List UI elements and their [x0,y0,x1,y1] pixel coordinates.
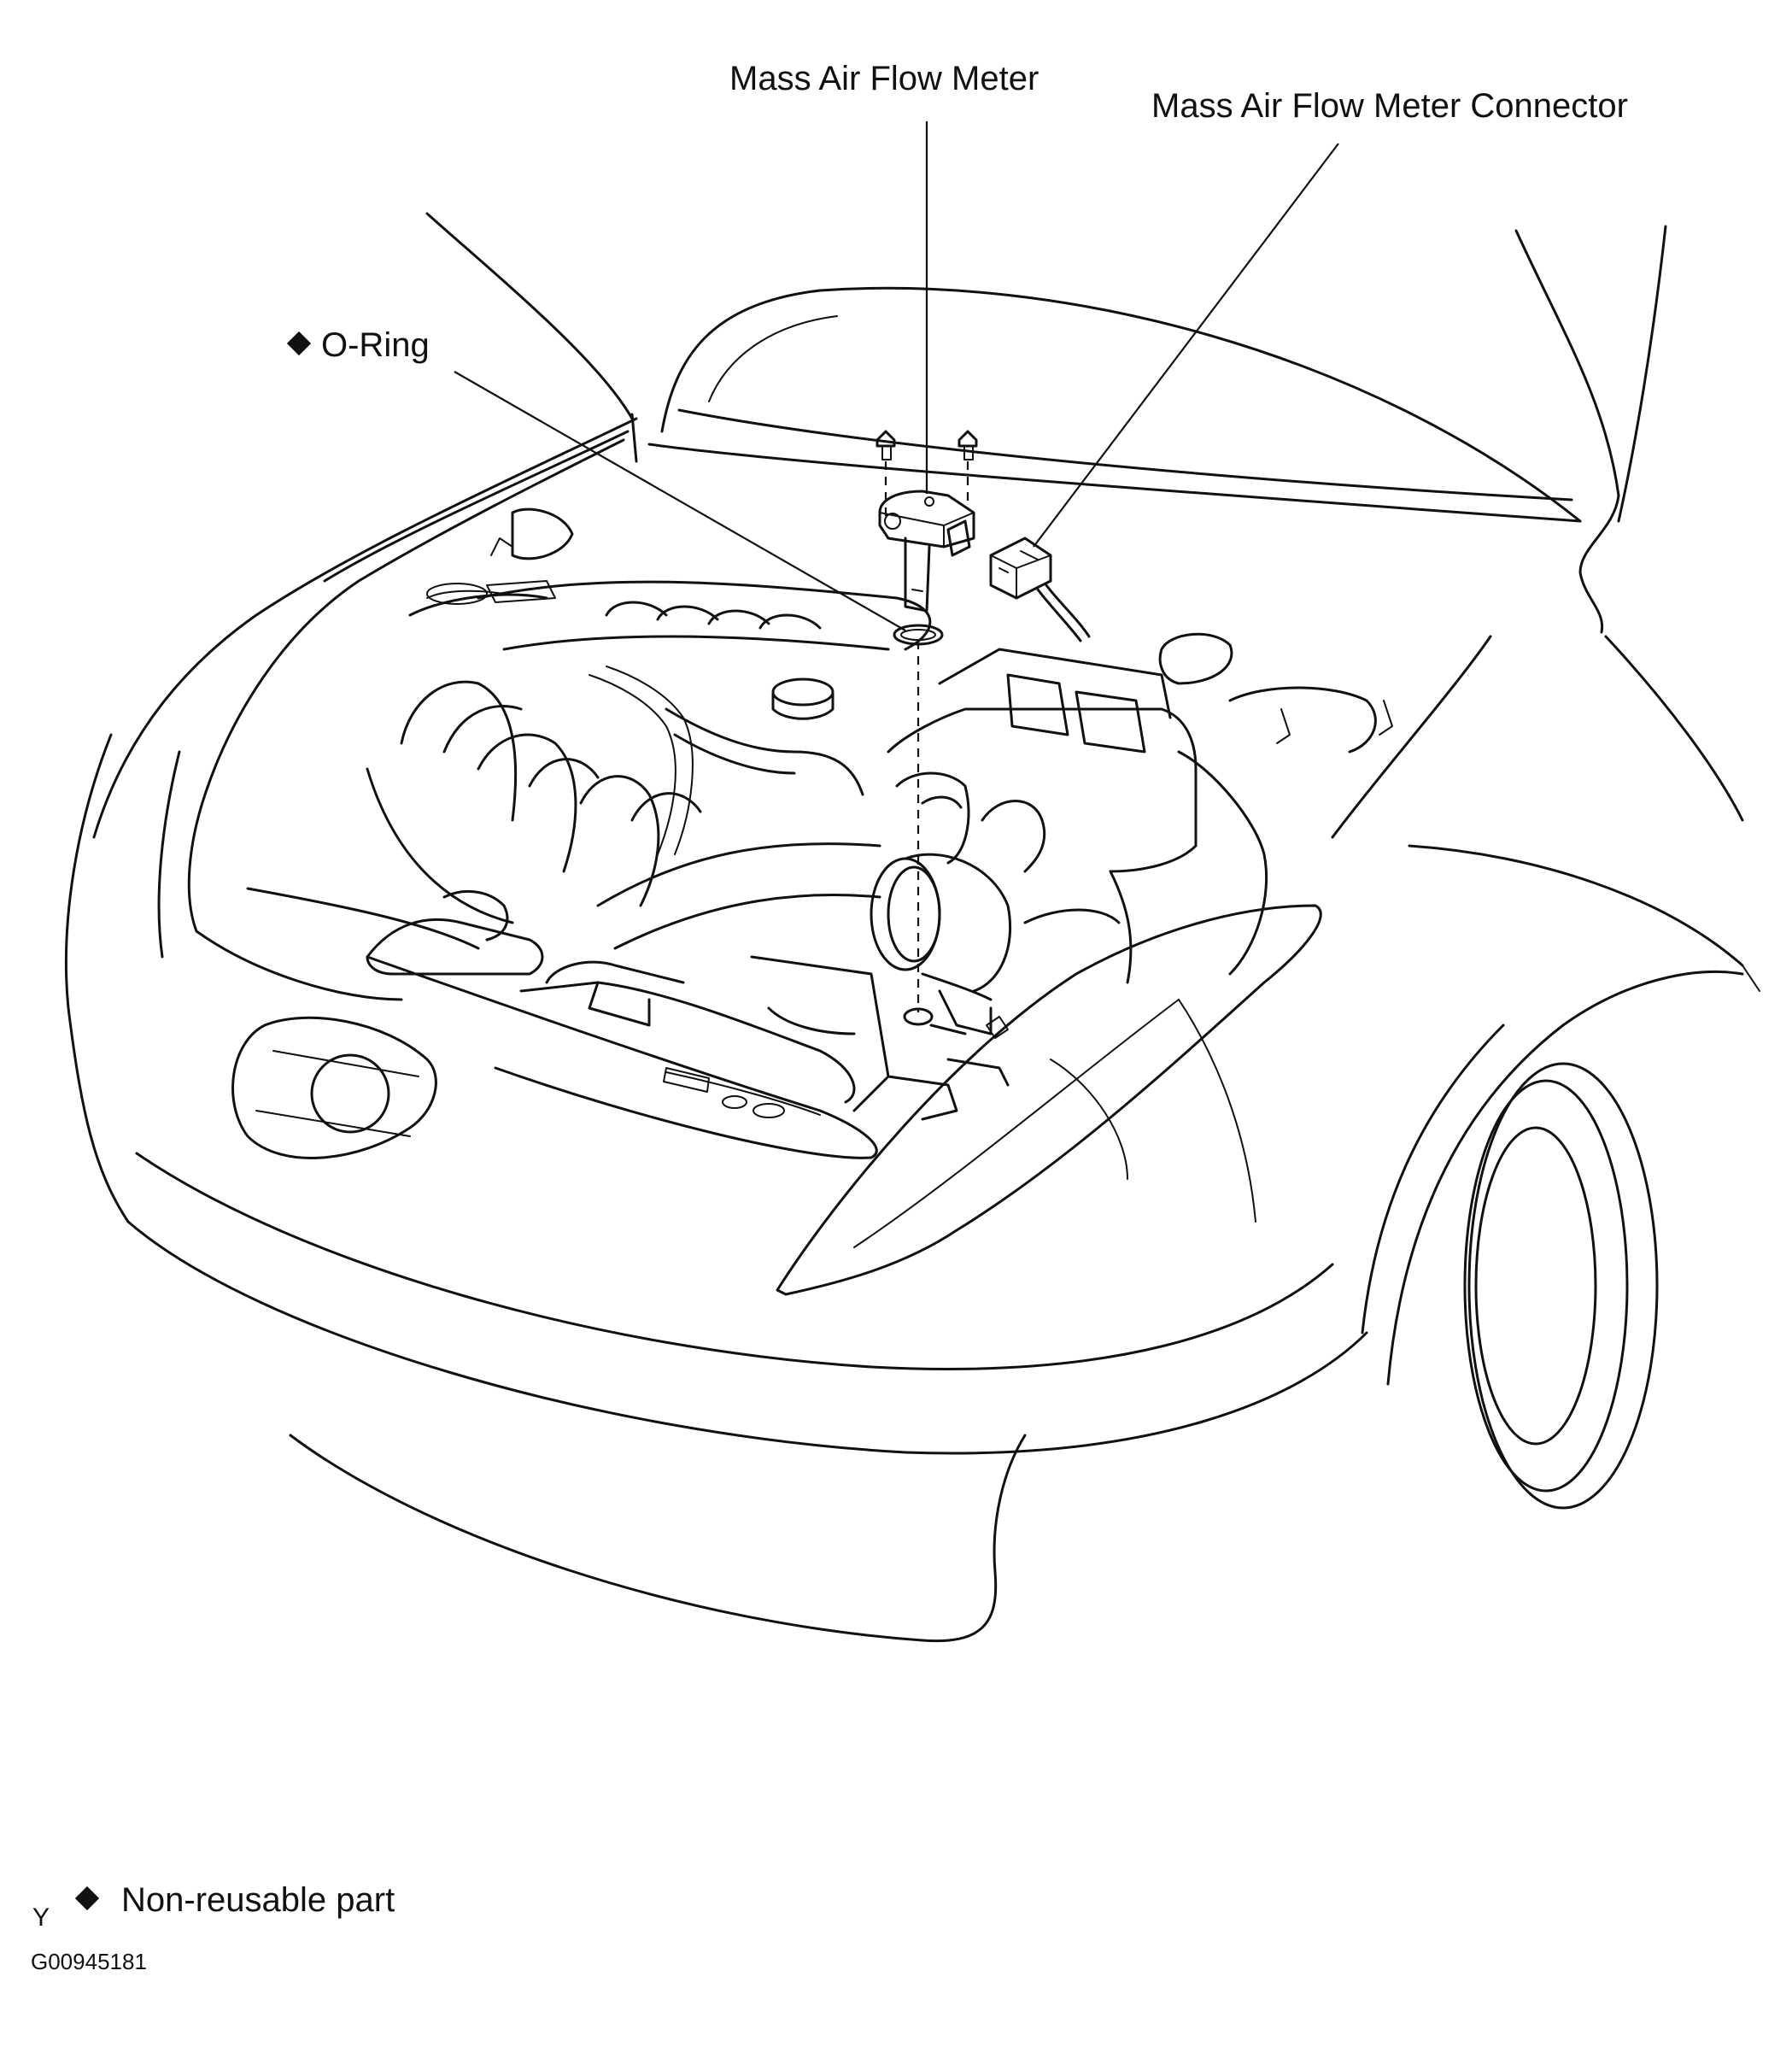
diamond-icon [74,1886,100,1911]
legend-text: Non-reusable part [121,1881,395,1919]
engine-bay-details [187,438,1393,1121]
installation-dash-lines [884,461,969,1012]
o-ring-label-text: O-Ring [321,326,430,364]
maf-connector-label: Mass Air Flow Meter Connector [1151,87,1628,125]
figure-code: G00945181 [31,1949,147,1974]
o-ring-leader [454,371,906,631]
car-body-outline [64,212,1760,1643]
diamond-icon [286,331,312,356]
legend: Non-reusable part [74,1881,395,1919]
corner-mark: Y [32,1903,50,1932]
maf-connector-leader [1033,143,1339,548]
maf-meter-label: Mass Air Flow Meter [729,60,1039,97]
maf-connector-part [989,537,1091,642]
maf-meter-part [876,430,978,613]
o-ring-label: O-Ring [286,326,430,364]
